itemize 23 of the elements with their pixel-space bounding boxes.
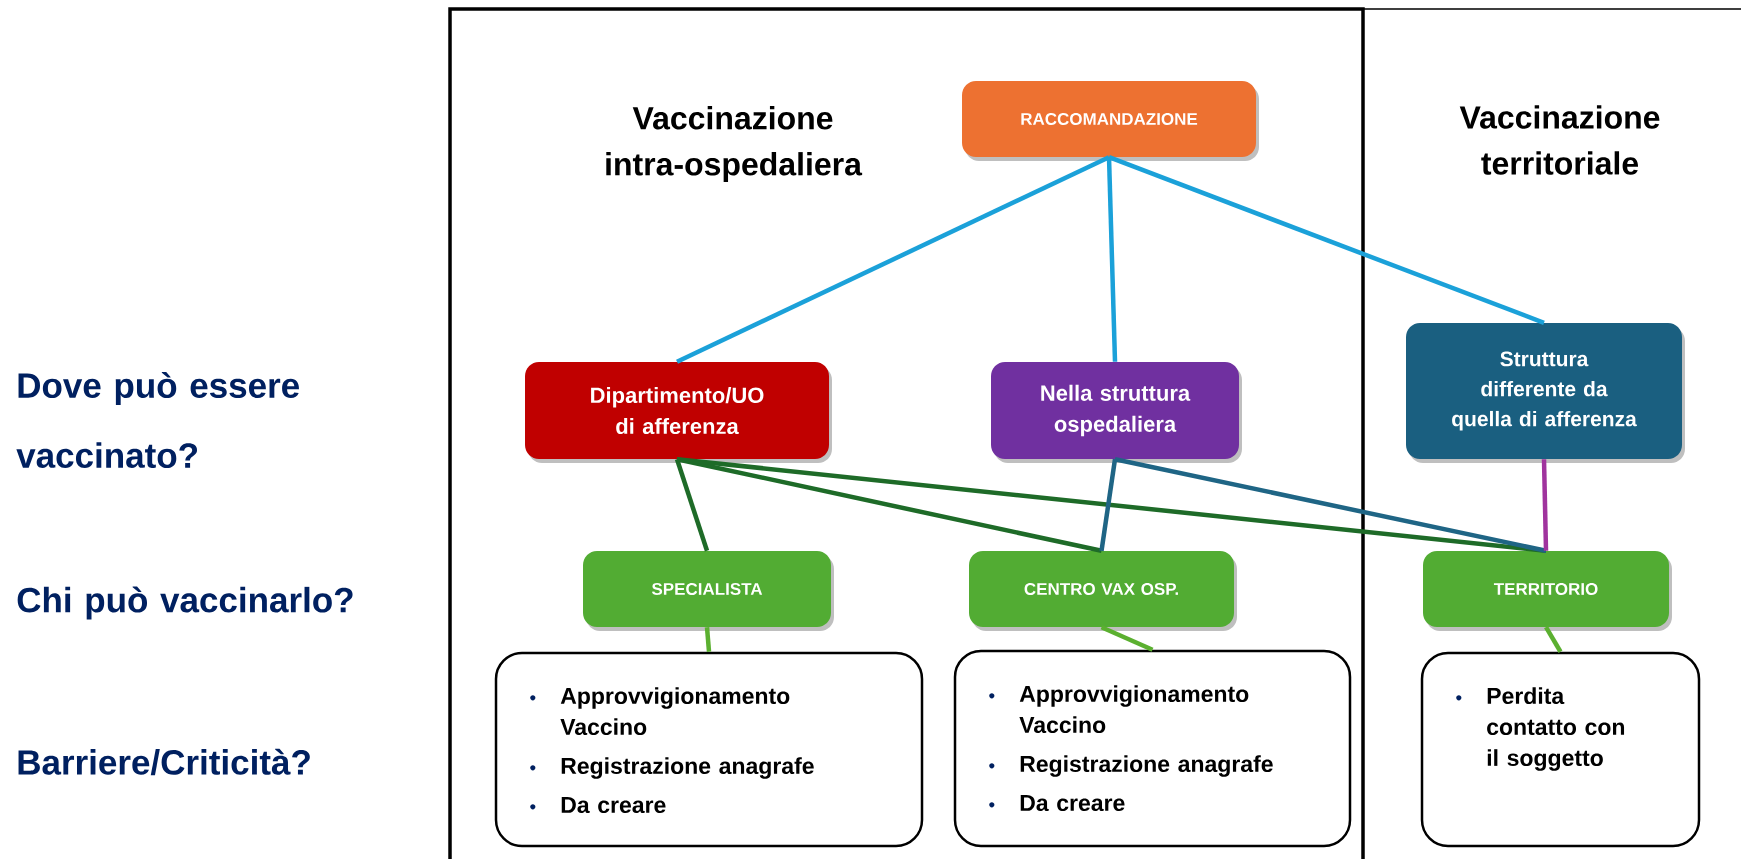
process-box: SPECIALISTA <box>583 551 831 627</box>
question-label: Dove può essere vaccinato? <box>16 372 299 468</box>
process-box: RACCOMANDAZIONE <box>962 81 1256 157</box>
connector-line <box>1106 157 1118 362</box>
connector-line <box>676 155 1110 364</box>
connector-line <box>1108 155 1545 325</box>
text-box: Approvvigionamento Vaccino Registrazione anagrafe Da creare <box>494 651 924 848</box>
connector-line <box>1099 458 1118 552</box>
process-box: TERRITORIO <box>1423 551 1669 627</box>
text-box: Approvvigionamento Vaccino Registrazione anagrafe Da creare <box>953 649 1352 848</box>
connector-line <box>704 627 712 652</box>
connector-line <box>1114 457 1547 553</box>
connector-line <box>1100 625 1154 652</box>
connector-line <box>1541 459 1549 551</box>
connector-line <box>674 458 710 552</box>
process-box: Nella struttura ospedaliera <box>991 362 1239 459</box>
text-box: Perdita contatto con il soggetto <box>1420 651 1701 848</box>
question-label: Barriere/Criticità? <box>18 748 310 776</box>
question-label: Chi può vaccinarlo? <box>17 586 353 620</box>
connector-line <box>1544 626 1563 653</box>
process-box: CENTRO VAX OSP. <box>969 551 1234 627</box>
process-box: Struttura differente da quella di afferenza <box>1406 323 1682 459</box>
process-box: Dipartimento/UO di afferenza <box>525 362 829 459</box>
